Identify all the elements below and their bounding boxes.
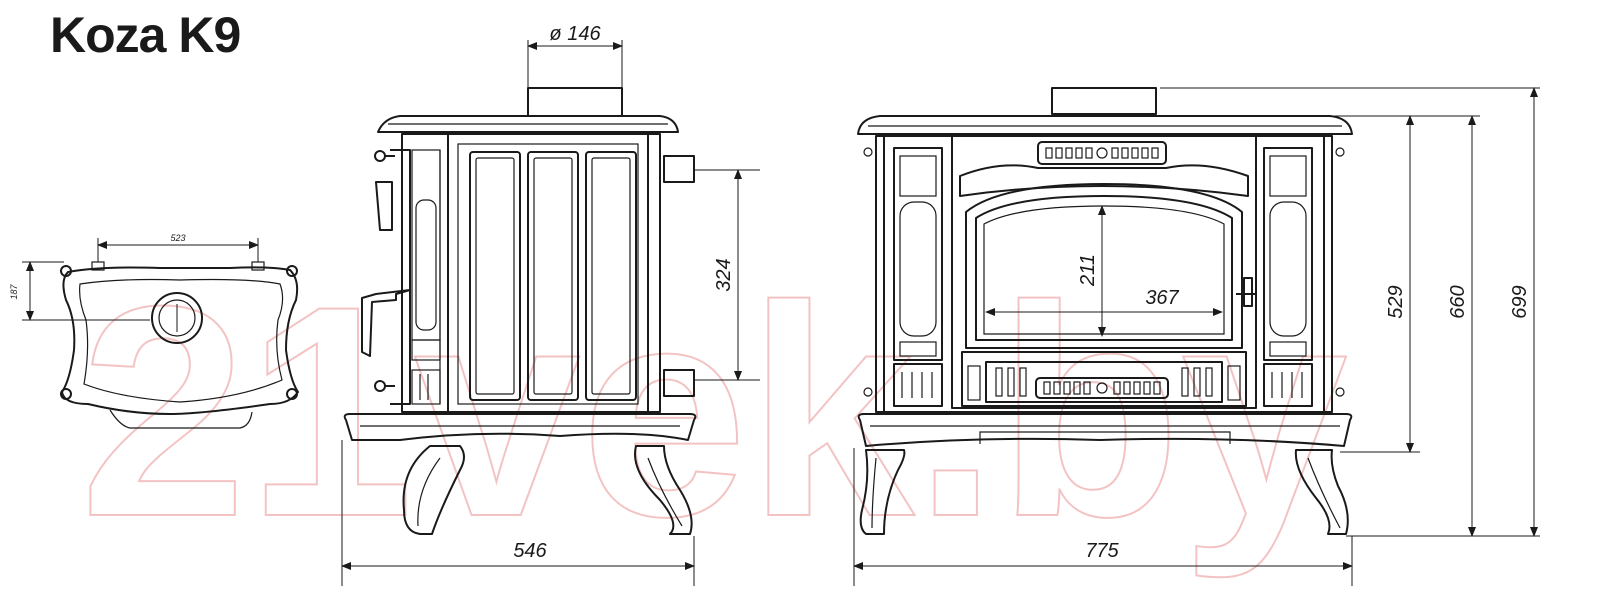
- top-view: 523 187: [9, 233, 299, 429]
- dim-window-width: 367: [1145, 287, 1179, 309]
- dim-top-width: 523: [170, 233, 185, 243]
- side-view: ø 146 324: [341, 23, 760, 586]
- front-view: 211 367 775: [853, 87, 1540, 586]
- flue-pipe: [527, 87, 623, 117]
- dim-side-height: 324: [713, 258, 735, 291]
- dim-side-width: 546: [513, 540, 547, 562]
- dim-height-flue-axis: 529: [1385, 285, 1407, 318]
- dim-front-width: 775: [1085, 540, 1119, 562]
- dim-flue-diameter: ø 146: [549, 23, 601, 45]
- product-title: Koza K9: [50, 7, 241, 63]
- dim-height-top: 660: [1447, 285, 1469, 318]
- dim-height-total: 699: [1509, 285, 1531, 318]
- dim-top-depth: 187: [9, 284, 19, 300]
- door-handle: [361, 289, 411, 357]
- flue-outlet: [151, 292, 203, 344]
- dim-window-height: 211: [1077, 254, 1099, 287]
